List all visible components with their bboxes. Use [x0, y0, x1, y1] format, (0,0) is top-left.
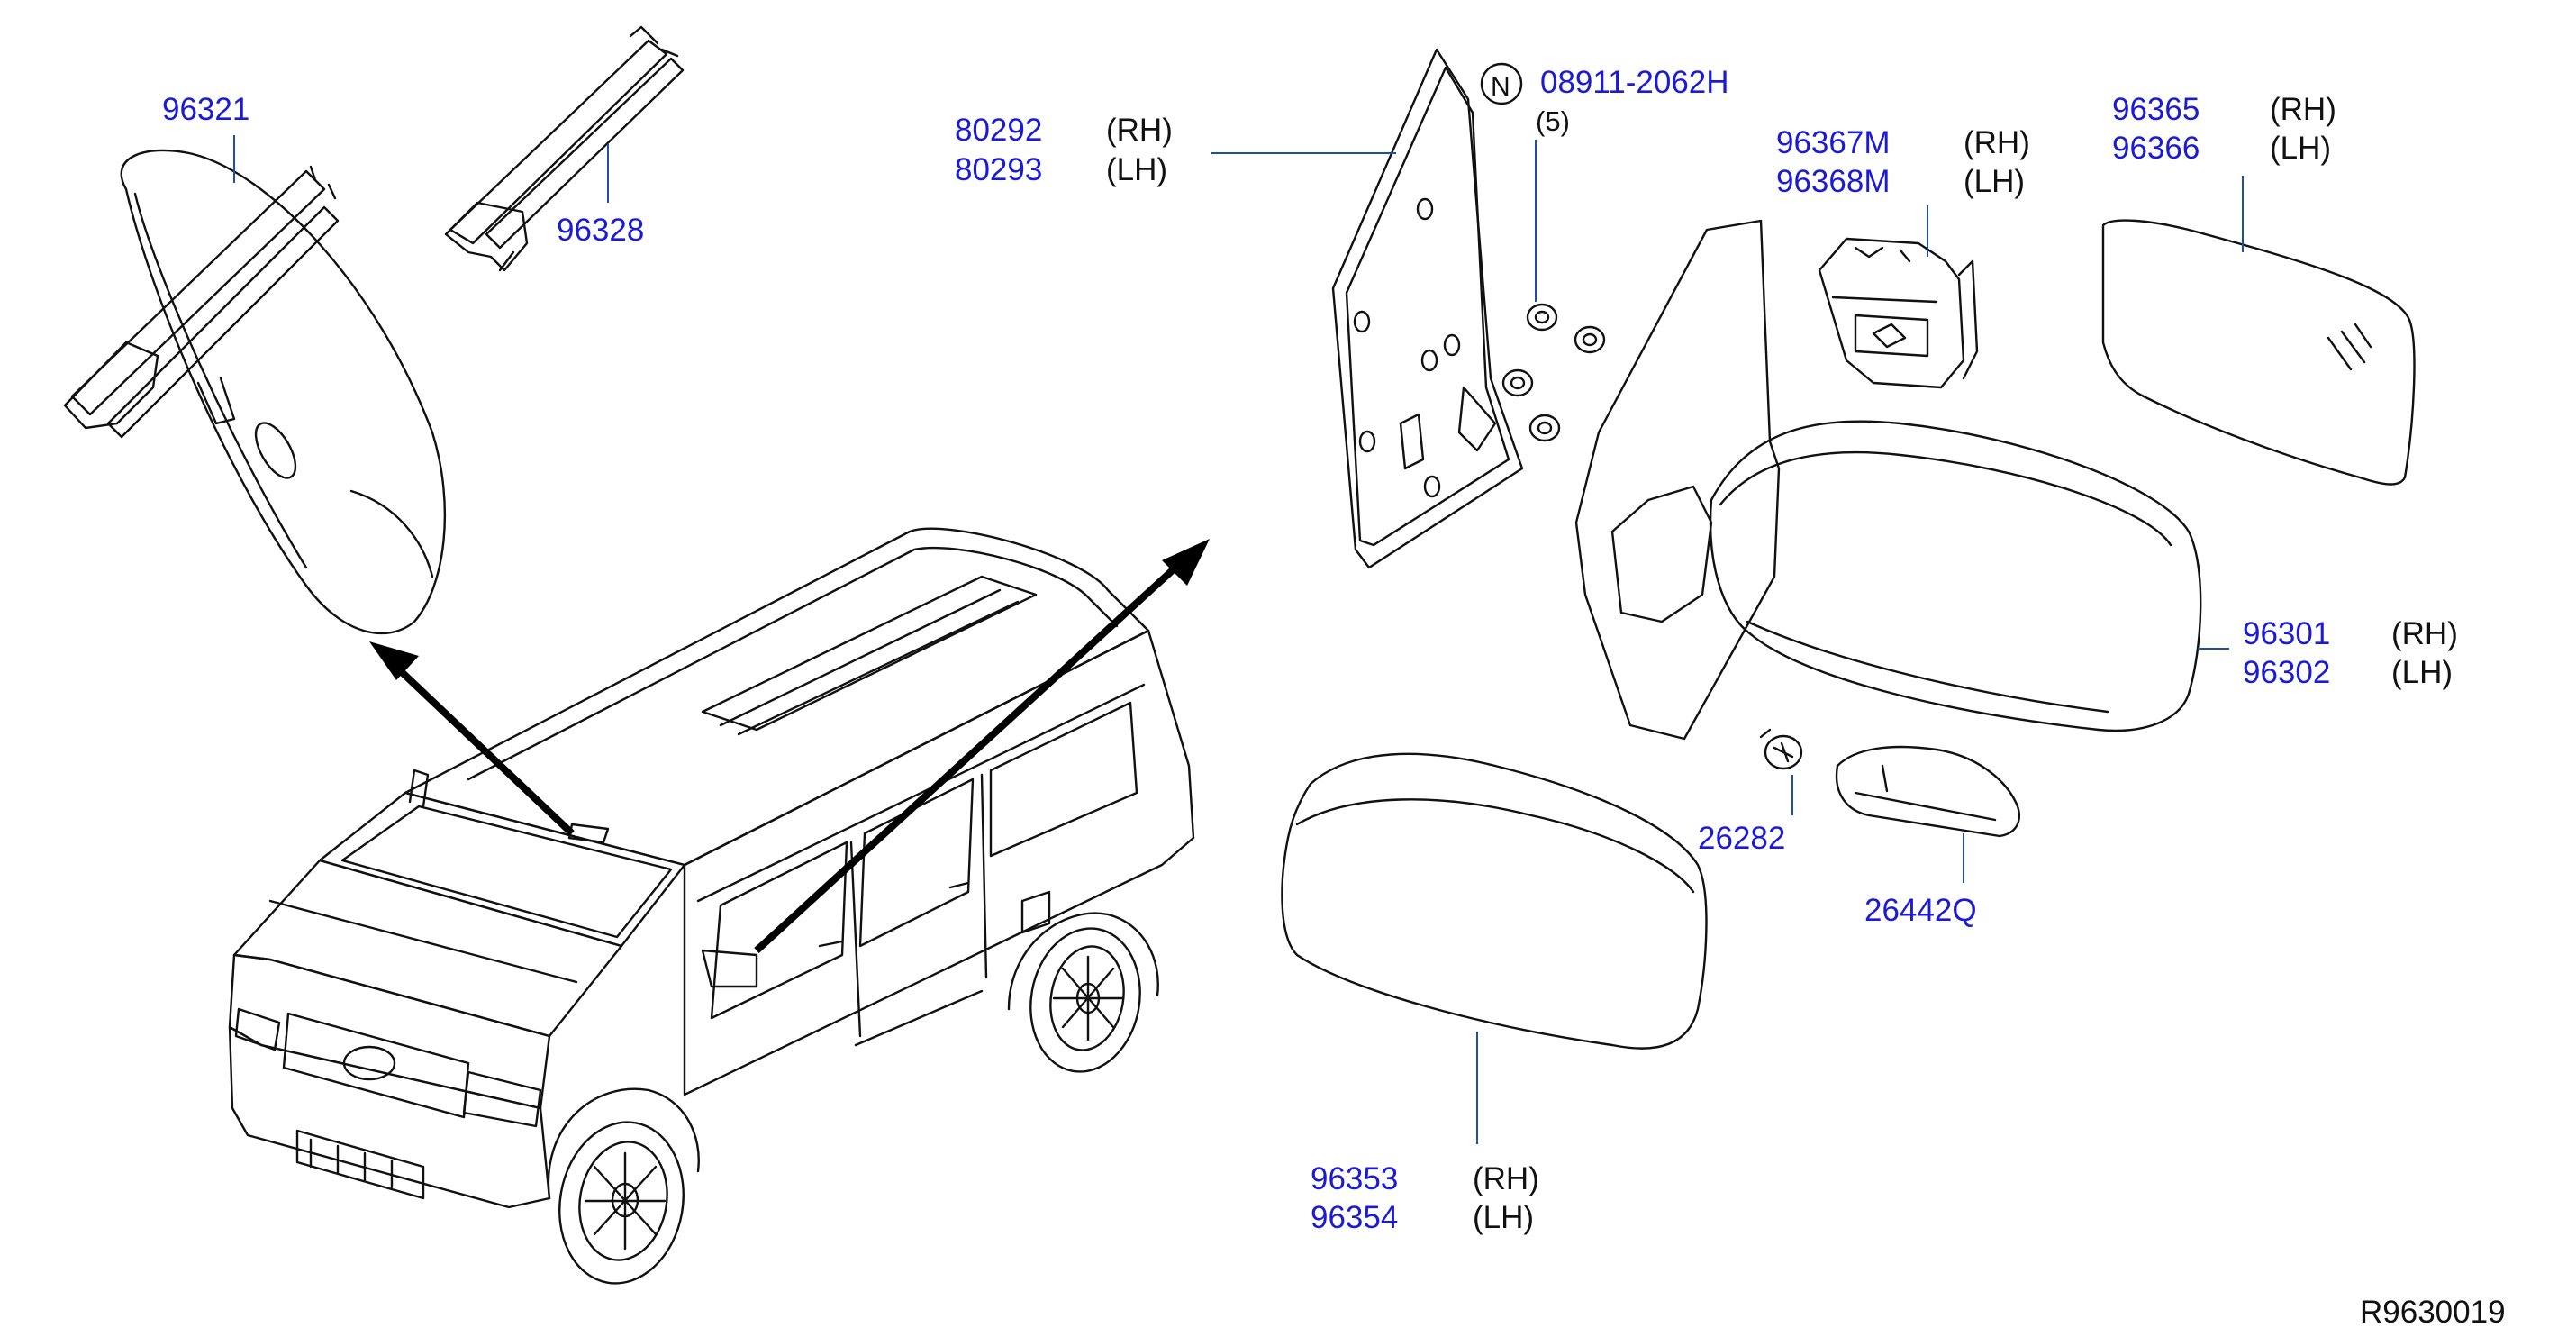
svg-text:N: N — [1491, 72, 1510, 102]
label-mirror-rh[interactable]: 96301 — [2243, 616, 2330, 651]
lamp-drawing — [1835, 745, 2020, 838]
label-finisher-lh[interactable]: 80293 — [955, 152, 1042, 187]
label-actuator-rh-side: (RH) — [1964, 125, 2030, 160]
label-cover-lh-side: (LH) — [1473, 1200, 1534, 1235]
label-glass-rh-side: (RH) — [2270, 92, 2336, 127]
arrow-to-inside-mirror — [369, 641, 575, 836]
label-nut[interactable]: 08911-2062H — [1540, 65, 1729, 100]
label-actuator-lh[interactable]: 96368M — [1776, 164, 1890, 199]
label-finisher-lh-side: (LH) — [1106, 152, 1167, 187]
label-mirror-lh-side: (LH) — [2391, 655, 2453, 690]
label-bracket-cover[interactable]: 96328 — [557, 213, 644, 248]
nut-symbol-icon: N — [1480, 62, 1523, 105]
actuator-drawing — [1818, 237, 1979, 389]
label-inside-mirror[interactable]: 96321 — [162, 92, 249, 127]
label-nut-qty: (5) — [1536, 105, 1570, 137]
leader-lines — [233, 135, 2244, 1144]
label-cover-lh[interactable]: 96354 — [1311, 1200, 1398, 1235]
vehicle-drawing — [228, 527, 1195, 1285]
arrow-to-outside-mirror — [754, 539, 1210, 953]
finisher-drawing — [1331, 48, 1524, 569]
bulb-drawing — [1759, 728, 1803, 770]
label-lamp[interactable]: 26442Q — [1864, 893, 1977, 928]
label-actuator-rh[interactable]: 96367M — [1776, 125, 1890, 160]
label-finisher-rh[interactable]: 80292 — [955, 113, 1042, 148]
label-finisher-rh-side: (RH) — [1106, 113, 1173, 148]
label-glass-lh-side: (LH) — [2270, 131, 2331, 166]
label-mirror-rh-side: (RH) — [2391, 616, 2458, 651]
label-glass-rh[interactable]: 96365 — [2112, 92, 2200, 127]
mirror-glass-drawing — [2101, 219, 2416, 486]
bracket-cover-drawing — [444, 25, 685, 272]
callout-labels: 96321 96328 80292 (RH) 80293 (LH) N 0891… — [162, 62, 2506, 1330]
inside-mirror-drawing — [63, 149, 447, 635]
label-mirror-lh[interactable]: 96302 — [2243, 655, 2330, 690]
mirror-cover-drawing — [1281, 752, 1708, 1050]
label-glass-lh[interactable]: 96366 — [2112, 131, 2200, 166]
door-mirror-drawing — [1574, 219, 2202, 741]
label-cover-rh[interactable]: 96353 — [1311, 1161, 1398, 1196]
label-actuator-lh-side: (LH) — [1964, 164, 2025, 199]
nuts-drawing — [1501, 303, 1606, 442]
label-bulb[interactable]: 26282 — [1698, 821, 1785, 856]
label-cover-rh-side: (RH) — [1473, 1161, 1539, 1196]
diagram-reference-code: R9630019 — [2360, 1295, 2506, 1330]
